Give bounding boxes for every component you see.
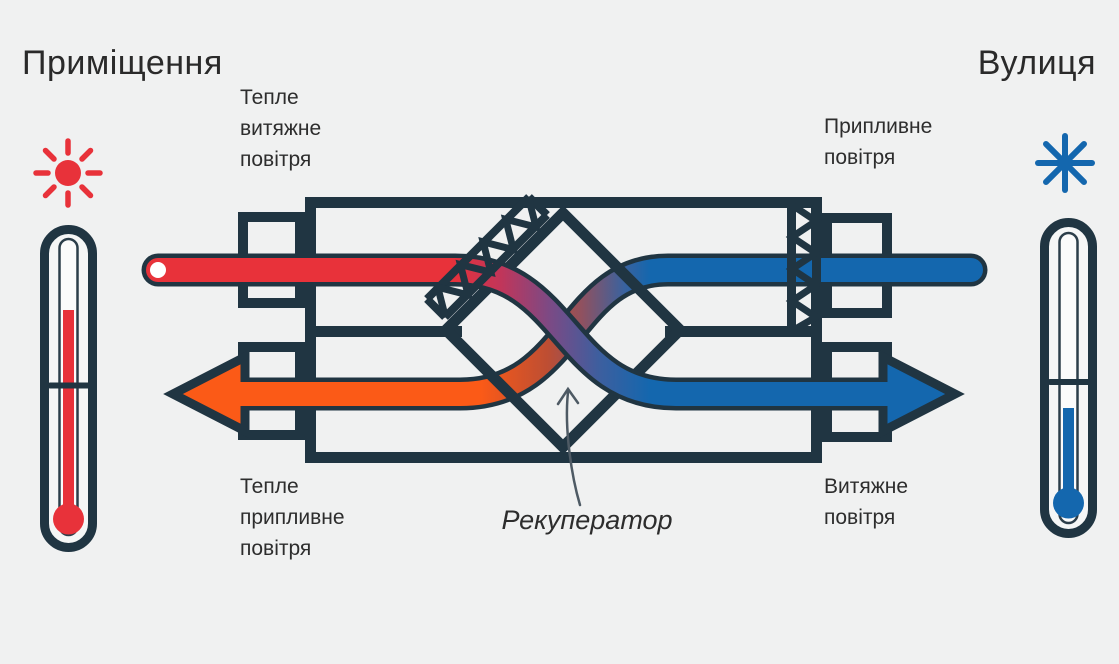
- flow-start-dot: [150, 262, 166, 278]
- label-warm-exhaust-air: Тепле витяжне повітря: [240, 86, 322, 171]
- zone-title-room: Приміщення: [22, 44, 223, 82]
- filter-hatch-diagonal-icon: [424, 194, 550, 320]
- label-supply-air: Припливне повітря: [824, 115, 933, 169]
- label-exhaust-air: Витяжне повітря: [824, 475, 909, 529]
- sun-icon: [33, 138, 103, 208]
- recuperator-core: [438, 205, 688, 455]
- zone-title-street: Вулиця: [977, 44, 1096, 82]
- label-recuperator: Рекуператор: [501, 505, 673, 535]
- label-warm-supply-air: Тепле припливне повітря: [240, 475, 345, 560]
- thermometer-cold-icon: [1040, 218, 1097, 538]
- filter-hatch-intake-icon: [785, 202, 823, 335]
- thermometer-warm-icon: [40, 225, 97, 552]
- snowflake-icon: [1035, 133, 1095, 193]
- leader-arrow: [556, 386, 582, 507]
